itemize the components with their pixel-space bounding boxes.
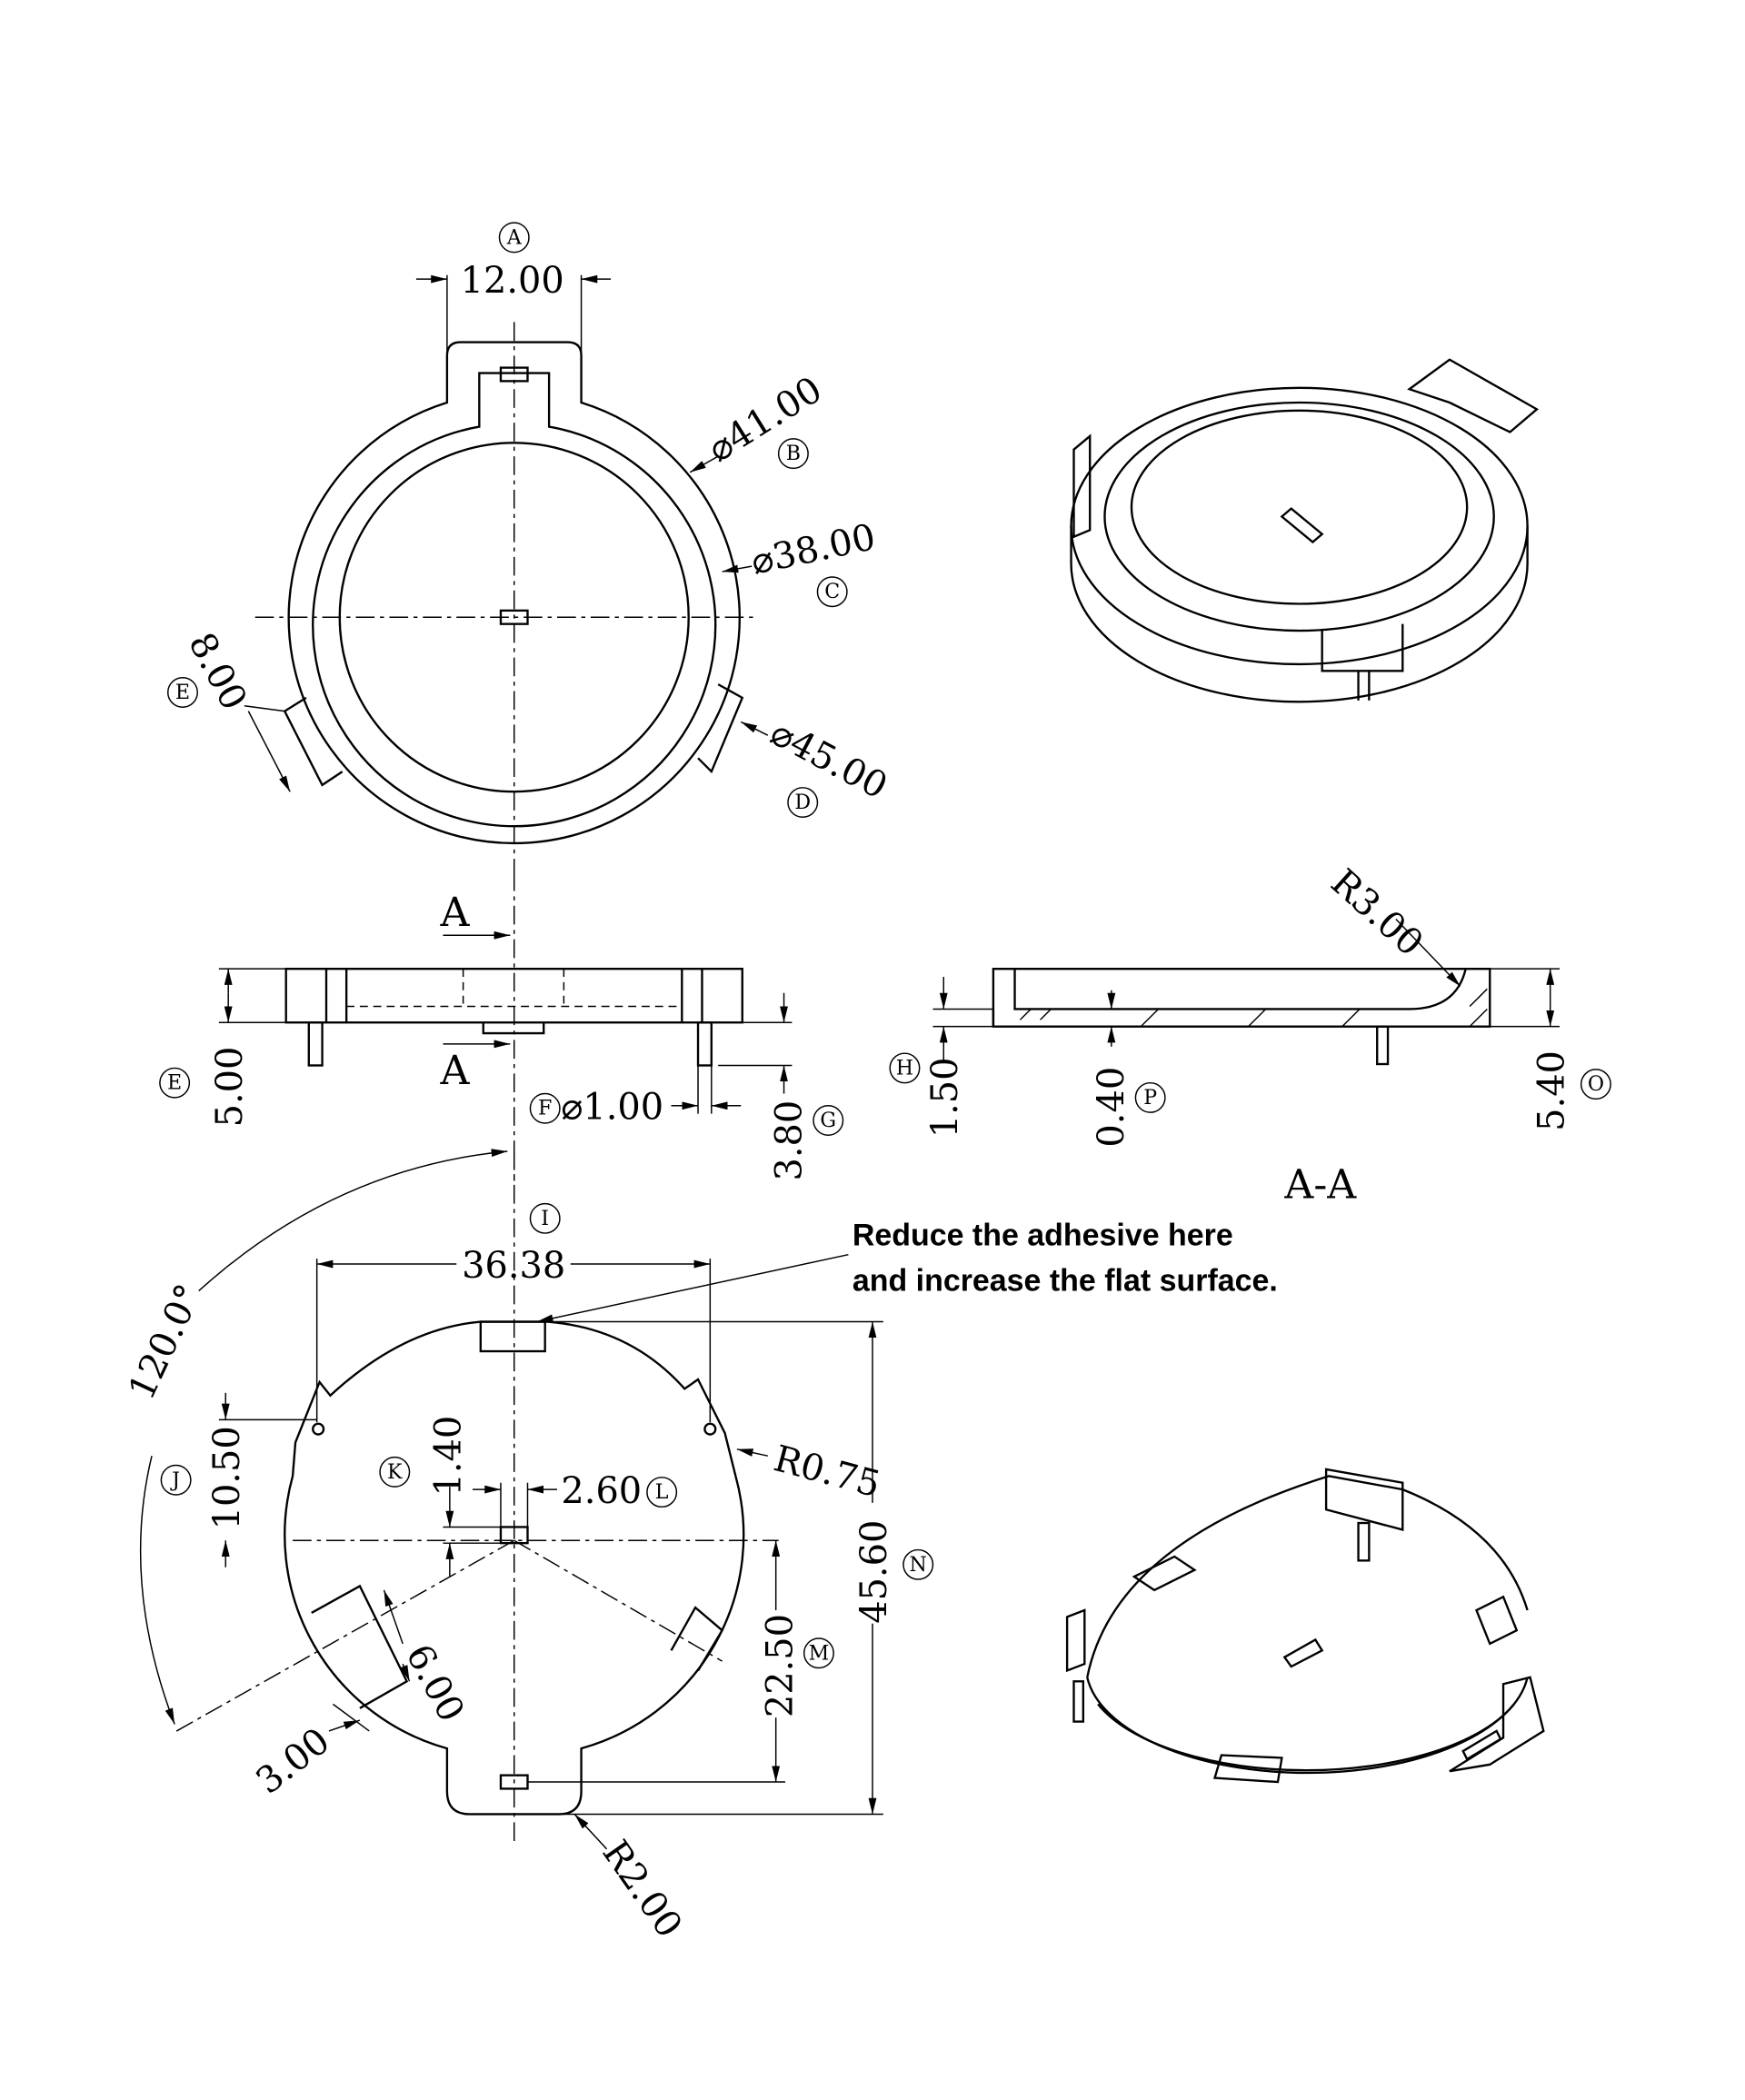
callout-e-top: E xyxy=(175,681,190,704)
section-title: A-A xyxy=(1283,1162,1357,1209)
callout-p: P xyxy=(1143,1086,1157,1110)
callout-a: A xyxy=(506,225,523,249)
callout-b: B xyxy=(786,442,801,465)
dim-pad-6: 6.00 xyxy=(397,1637,472,1728)
dim-slot-1-40: 1.40 xyxy=(428,1416,470,1497)
callout-n: N xyxy=(910,1553,927,1577)
callout-l: L xyxy=(655,1480,669,1504)
callout-k: K xyxy=(387,1460,403,1484)
dim-depth-22-50: 22.50 xyxy=(759,1614,801,1717)
callout-i: I xyxy=(541,1207,549,1230)
bottom-view: 120.0° 36.38 I Reduce the adhesive here … xyxy=(121,1149,1278,1946)
callout-h: H xyxy=(896,1056,913,1080)
dim-section-height-1: 1.50 xyxy=(924,1057,966,1138)
dim-lug-width: 8.00 xyxy=(180,626,254,717)
callout-d: D xyxy=(794,791,811,814)
dim-radius-2: R2.00 xyxy=(594,1833,691,1946)
callout-c: C xyxy=(824,580,840,603)
side-view: A A 5.00 E F ⌀1.00 3.80 G xyxy=(159,871,844,1181)
dim-section-radius: R3.00 xyxy=(1322,861,1431,965)
note-line-1: Reduce the adhesive here xyxy=(853,1218,1233,1252)
dim-dia-38: ⌀38.00 xyxy=(748,516,880,583)
dim-side-height: 5.00 xyxy=(209,1047,251,1128)
callout-g: G xyxy=(820,1109,836,1132)
dim-top-tab-width: 12.00 xyxy=(461,260,564,302)
note-line-2: and increase the flat surface. xyxy=(853,1264,1278,1299)
iso-view-bottom xyxy=(1065,1468,1545,1784)
dim-section-floor: 0.40 xyxy=(1091,1067,1132,1148)
callout-m: M xyxy=(809,1641,830,1665)
section-cut-label-bottom: A xyxy=(440,1048,471,1094)
callout-j: J xyxy=(170,1468,180,1492)
dim-pin-length: 3.80 xyxy=(769,1100,811,1181)
dim-pad-3: 3.00 xyxy=(248,1720,337,1803)
dim-pin-dia: ⌀1.00 xyxy=(561,1087,663,1129)
callout-e-side: E xyxy=(167,1071,182,1095)
top-view: 12.00 A ⌀41.00 B ⌀38.00 C ⌀45.00 D 8.00 … xyxy=(167,222,894,872)
dim-radius-075: R0.75 xyxy=(770,1438,885,1506)
dim-height-10: 10.50 xyxy=(206,1426,248,1529)
callout-o: O xyxy=(1588,1072,1604,1096)
dim-total-45-60: 45.60 xyxy=(853,1520,895,1624)
dim-dia-45: ⌀45.00 xyxy=(763,712,894,807)
section-cut-label-top: A xyxy=(440,890,471,936)
callout-f: F xyxy=(538,1097,552,1120)
dim-width-36: 36.38 xyxy=(462,1245,565,1287)
section-view: R3.00 1.50 H 0.40 P 5.40 O A-A xyxy=(889,861,1611,1209)
dim-angle-120: 120.0° xyxy=(121,1278,210,1406)
dim-dia-41: ⌀41.00 xyxy=(701,369,829,471)
dim-section-total: 5.40 xyxy=(1531,1050,1572,1131)
dim-slot-2-60: 2.60 xyxy=(561,1470,642,1512)
iso-view-top xyxy=(1070,358,1540,703)
